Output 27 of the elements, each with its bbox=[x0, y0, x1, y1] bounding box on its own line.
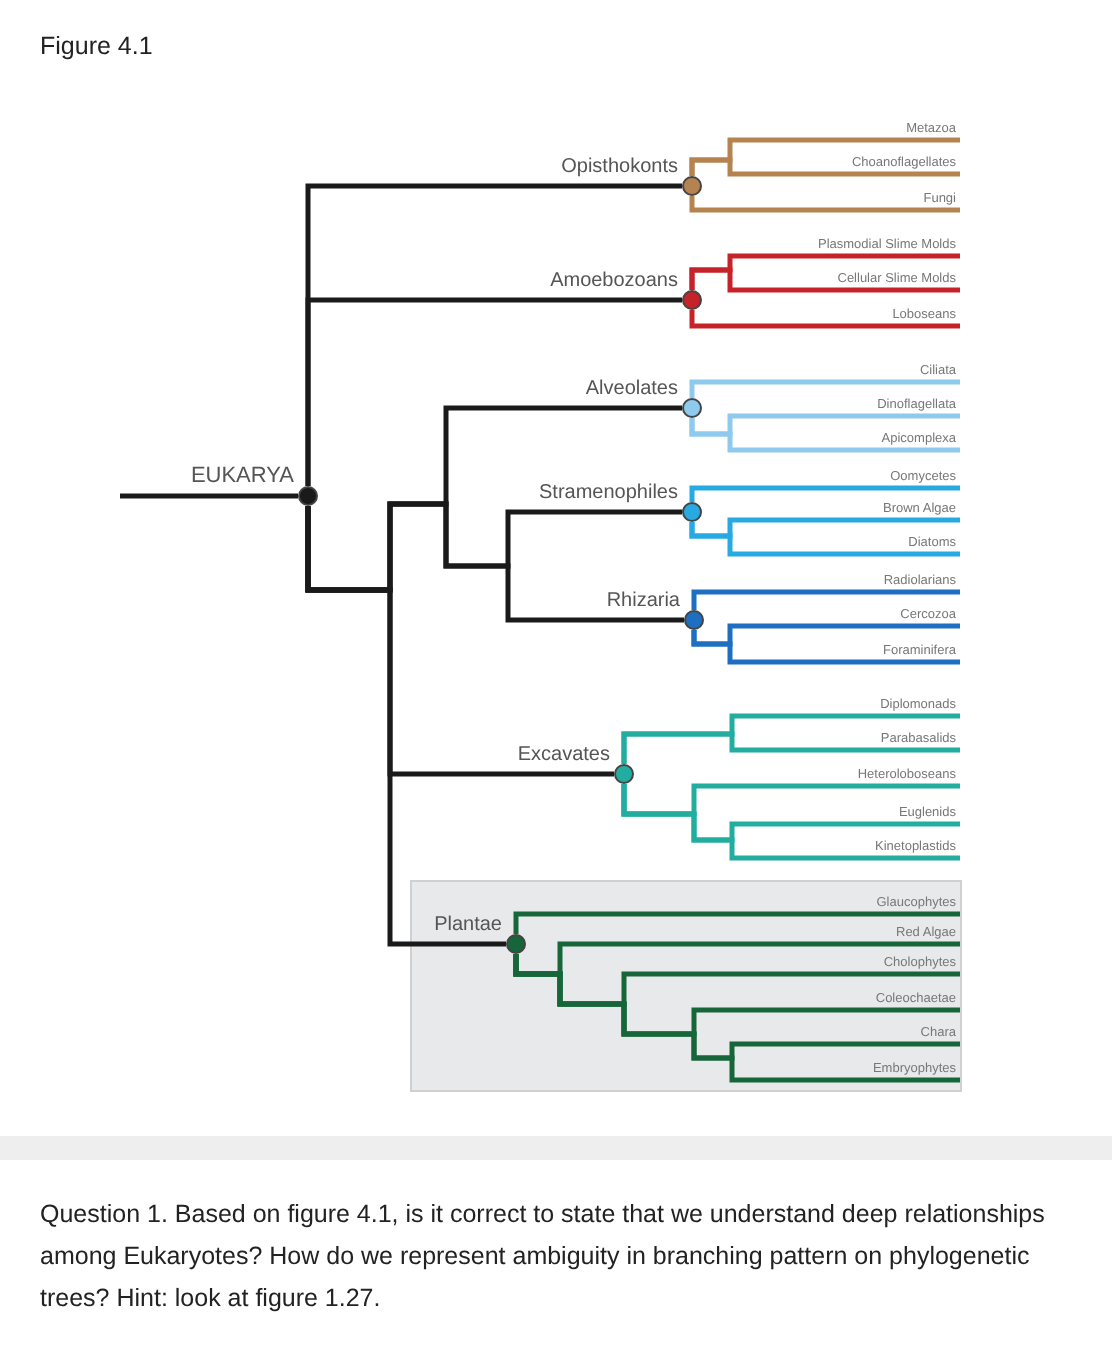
tree-branch bbox=[621, 731, 960, 764]
clade-label: Plantae bbox=[434, 914, 502, 936]
figure-title: Figure 4.1 bbox=[40, 32, 153, 60]
tree-branch bbox=[689, 310, 960, 329]
tree-branch bbox=[305, 506, 506, 947]
tree-branch bbox=[513, 911, 960, 934]
clade-label: Rhizaria bbox=[606, 590, 680, 612]
root-label: EUKARYA bbox=[190, 466, 294, 488]
clade-label: Excavates bbox=[517, 744, 610, 766]
clade-label: Amoebozoans bbox=[550, 270, 678, 292]
clade-label: Stramenophiles bbox=[539, 482, 678, 504]
tree-branch bbox=[689, 522, 960, 557]
clade-label: Opisthokonts bbox=[561, 156, 678, 178]
tree-branch bbox=[691, 589, 960, 610]
tree-branch bbox=[689, 485, 960, 502]
tree-branch bbox=[120, 493, 298, 499]
tree-branch bbox=[305, 297, 682, 486]
tree-branch bbox=[689, 418, 960, 453]
tree-branch bbox=[513, 954, 960, 1083]
tree-branch bbox=[689, 157, 960, 177]
tree-branch bbox=[689, 267, 960, 293]
clade-label: Alveolates bbox=[585, 378, 678, 400]
tree-branch bbox=[689, 196, 960, 213]
tree-branch bbox=[691, 630, 960, 665]
tree-branch bbox=[621, 784, 960, 861]
question-text: Question 1. Based on figure 4.1, is it correct to state that we understand deep relationships among Eukaryotes? How do we represent ambiguity in branching pattern on phylogenetic trees? Hint: look at figure 1.27. bbox=[40, 1198, 1047, 1316]
tree-branch bbox=[689, 379, 960, 398]
